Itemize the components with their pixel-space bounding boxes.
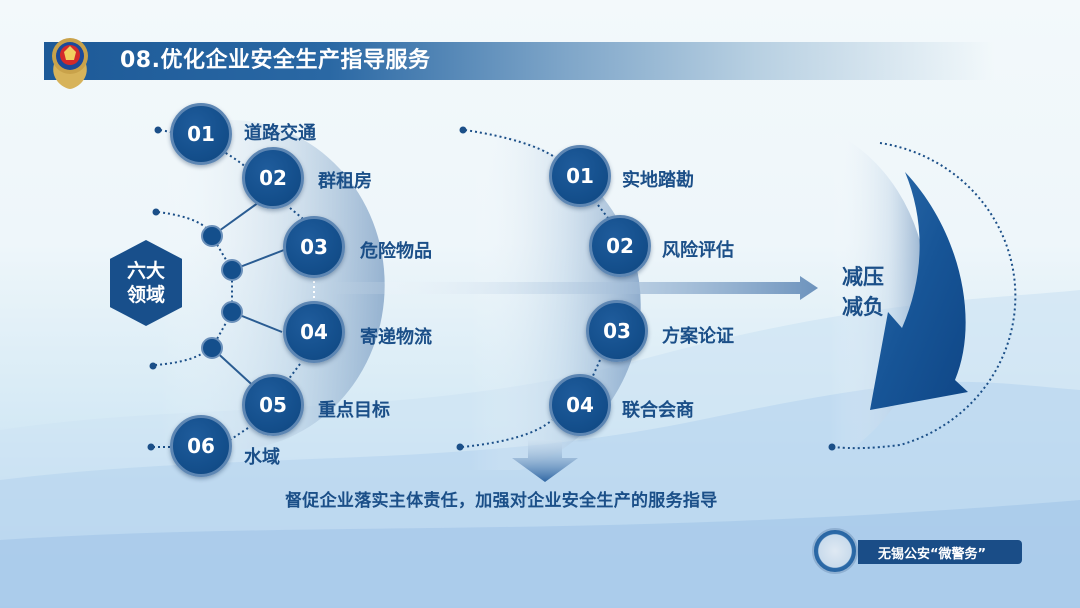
result-line1: 减压 [842, 265, 884, 289]
result-label: 减压 减负 [842, 262, 884, 322]
domain-item-01-number: 01 [170, 103, 232, 165]
step-02-label: 风险评估 [662, 240, 734, 261]
step-01-label: 实地踏勘 [622, 170, 694, 191]
domain-item-04-label: 寄递物流 [360, 327, 432, 348]
hub-label-line1: 六大 [126, 260, 165, 282]
connector-node [201, 225, 223, 247]
step-04-number: 04 [549, 374, 611, 436]
domains-hub: 六大 领域 [110, 240, 182, 326]
domain-item-06-label: 水域 [244, 447, 280, 468]
domain-item-04-number: 04 [283, 301, 345, 363]
title-bar [44, 42, 994, 80]
domain-item-05-number: 05 [242, 374, 304, 436]
step-02-number: 02 [589, 215, 651, 277]
domain-item-02-label: 群租房 [318, 171, 372, 192]
domain-item-03-number: 03 [283, 216, 345, 278]
brand-label: 无锡公安“微警务” [878, 546, 987, 562]
result-line2: 减负 [842, 295, 884, 319]
domain-item-06-number: 06 [170, 415, 232, 477]
slide-title: 08.优化企业安全生产指导服务 [120, 48, 431, 73]
domain-item-05-label: 重点目标 [318, 400, 390, 421]
domain-item-02-number: 02 [242, 147, 304, 209]
step-04-label: 联合会商 [622, 400, 694, 421]
step-03-label: 方案论证 [662, 326, 734, 347]
step-03-number: 03 [586, 300, 648, 362]
domain-item-01-label: 道路交通 [244, 123, 316, 144]
wuxi-police-logo-icon [812, 528, 858, 574]
domain-item-03-label: 危险物品 [360, 241, 432, 262]
connector-node [221, 301, 243, 323]
connector-node [201, 337, 223, 359]
connector-node [221, 259, 243, 281]
step-01-number: 01 [549, 145, 611, 207]
brand-bar: 无锡公安“微警务” [858, 540, 1022, 564]
summary-text: 督促企业落实主体责任，加强对企业安全生产的服务指导 [285, 491, 718, 511]
hub-label-line2: 领域 [126, 284, 165, 306]
police-badge-icon [52, 38, 88, 89]
